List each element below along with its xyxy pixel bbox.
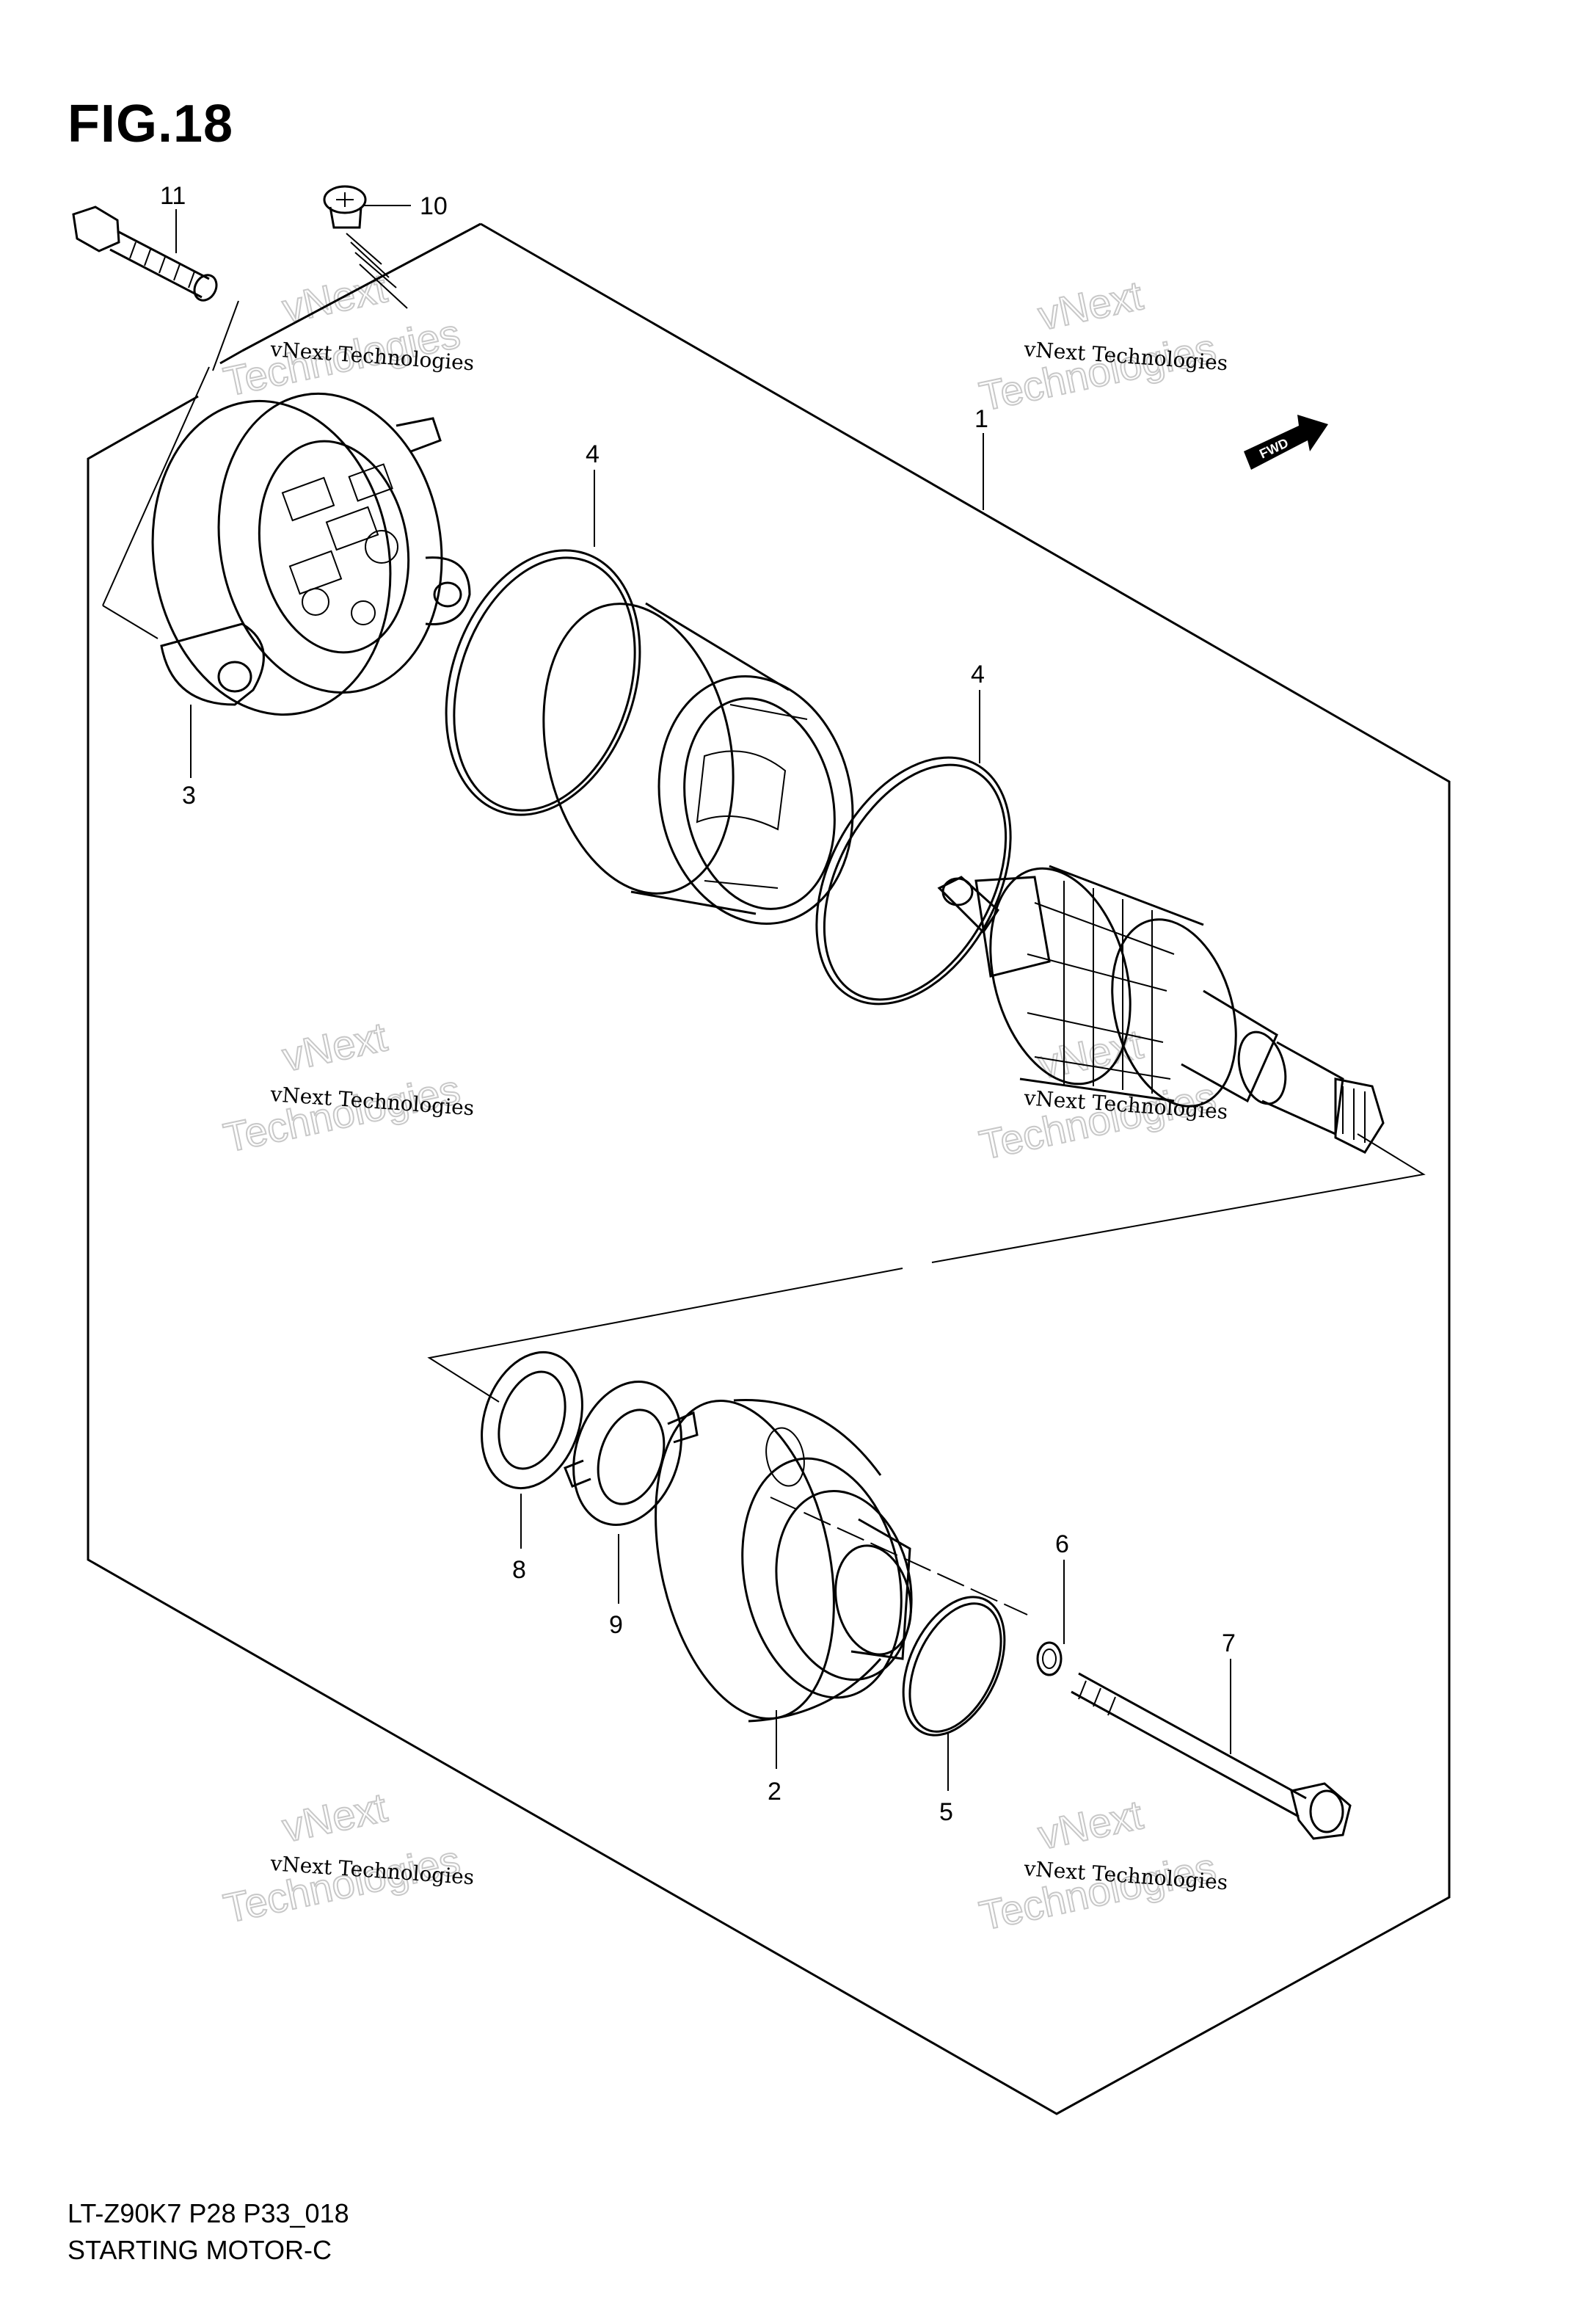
footer-section-name: STARTING MOTOR-C	[68, 2235, 332, 2265]
callout-5: 5	[939, 1798, 953, 1826]
callout-labels: 11 10 1 4 4 3	[160, 182, 988, 810]
footer-model-code: LT-Z90K7 P28 P33_018	[68, 2198, 349, 2228]
part-washer-8	[481, 1351, 583, 1490]
svg-text:vNext: vNext	[1034, 272, 1147, 338]
part-front-cover-2	[655, 1398, 1028, 1723]
callout-2: 2	[768, 1778, 781, 1806]
watermark-top-right: vNext Technologies vNext Technologies	[974, 271, 1228, 420]
callout-4-upper: 4	[586, 440, 600, 468]
watermark-top-left: vNext Technologies vNext Technologies	[219, 263, 475, 405]
part-screw-10	[323, 185, 408, 309]
part-rear-cover-3	[151, 392, 471, 716]
figure-title: FIG.18	[68, 95, 234, 153]
leader-lines	[175, 205, 1231, 1791]
callout-1: 1	[974, 405, 988, 433]
part-o-ring-4-lower	[815, 756, 1012, 1006]
part-armature	[937, 865, 1385, 1154]
watermark-bottom-right: vNext Technologies vNext Technologies	[974, 1790, 1228, 1939]
part-yoke-housing	[542, 602, 854, 925]
svg-text:vNext: vNext	[278, 1784, 391, 1850]
callout-10: 10	[420, 192, 448, 220]
part-o-ring-5	[902, 1596, 1006, 1737]
svg-text:vNext: vNext	[278, 1013, 391, 1080]
part-lock-washer-9	[564, 1380, 699, 1527]
callout-7: 7	[1222, 1629, 1236, 1657]
callout-6: 6	[1055, 1530, 1069, 1558]
part-o-ring-4-upper	[445, 549, 641, 816]
callout-3: 3	[182, 782, 196, 810]
callout-9: 9	[609, 1611, 623, 1639]
watermark-mid-right: vNext Technologies vNext Technologies	[974, 1019, 1228, 1168]
watermark-bottom-left: vNext Technologies vNext Technologies	[219, 1783, 475, 1932]
part-through-bolt-7	[1071, 1672, 1352, 1840]
fwd-direction-indicator: FWD	[1244, 415, 1328, 470]
assembly-outline	[87, 222, 1451, 2115]
callout-4-lower: 4	[971, 661, 985, 688]
watermark-mid-left: vNext Technologies vNext Technologies	[219, 1012, 475, 1161]
callout-8: 8	[512, 1556, 526, 1584]
part-bolt-11	[72, 206, 218, 302]
callout-11: 11	[160, 182, 186, 210]
svg-text:vNext: vNext	[1034, 1791, 1147, 1858]
svg-text:vNext: vNext	[1034, 1020, 1147, 1087]
part-washer-6	[1036, 1641, 1063, 1676]
